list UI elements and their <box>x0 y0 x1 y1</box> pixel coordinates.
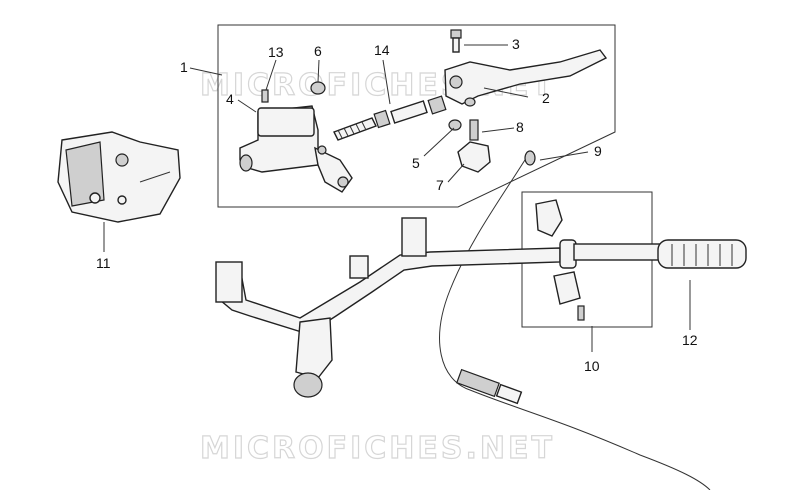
callout-5: 5 <box>412 155 420 171</box>
callout-4: 4 <box>226 91 234 107</box>
callout-1: 1 <box>180 59 188 75</box>
part-4-master-cylinder <box>239 105 353 193</box>
part-6-cap <box>310 81 326 95</box>
callout-7: 7 <box>436 177 444 193</box>
callout-labels: 1 2 3 4 5 6 7 8 9 10 11 12 13 14 <box>96 36 698 374</box>
part-14-piston-kit <box>333 95 447 141</box>
watermark-bottom: MICROFICHES.NET <box>200 431 555 466</box>
callout-14: 14 <box>374 42 390 58</box>
part-8-bolt <box>469 119 479 141</box>
handlebar-frame <box>215 217 561 398</box>
leader-lines <box>103 44 691 352</box>
part-9-cable <box>439 150 711 490</box>
callout-11: 11 <box>96 255 111 271</box>
callout-9: 9 <box>594 143 602 159</box>
callout-3: 3 <box>512 36 520 52</box>
callout-12: 12 <box>682 332 698 348</box>
master-cylinder-group-frame <box>217 24 616 208</box>
part-11-cover <box>57 131 181 223</box>
callout-2: 2 <box>542 90 550 106</box>
callout-6: 6 <box>314 43 322 59</box>
part-2-brake-lever <box>444 49 608 107</box>
callout-10: 10 <box>584 358 600 374</box>
callout-8: 8 <box>516 119 524 135</box>
part-13-screw <box>261 89 269 103</box>
part-7-clamp <box>457 141 491 173</box>
part-3-bolt <box>450 29 462 53</box>
part-5-washer <box>448 119 462 131</box>
callout-13: 13 <box>268 44 284 60</box>
part-12-grip <box>573 239 747 269</box>
